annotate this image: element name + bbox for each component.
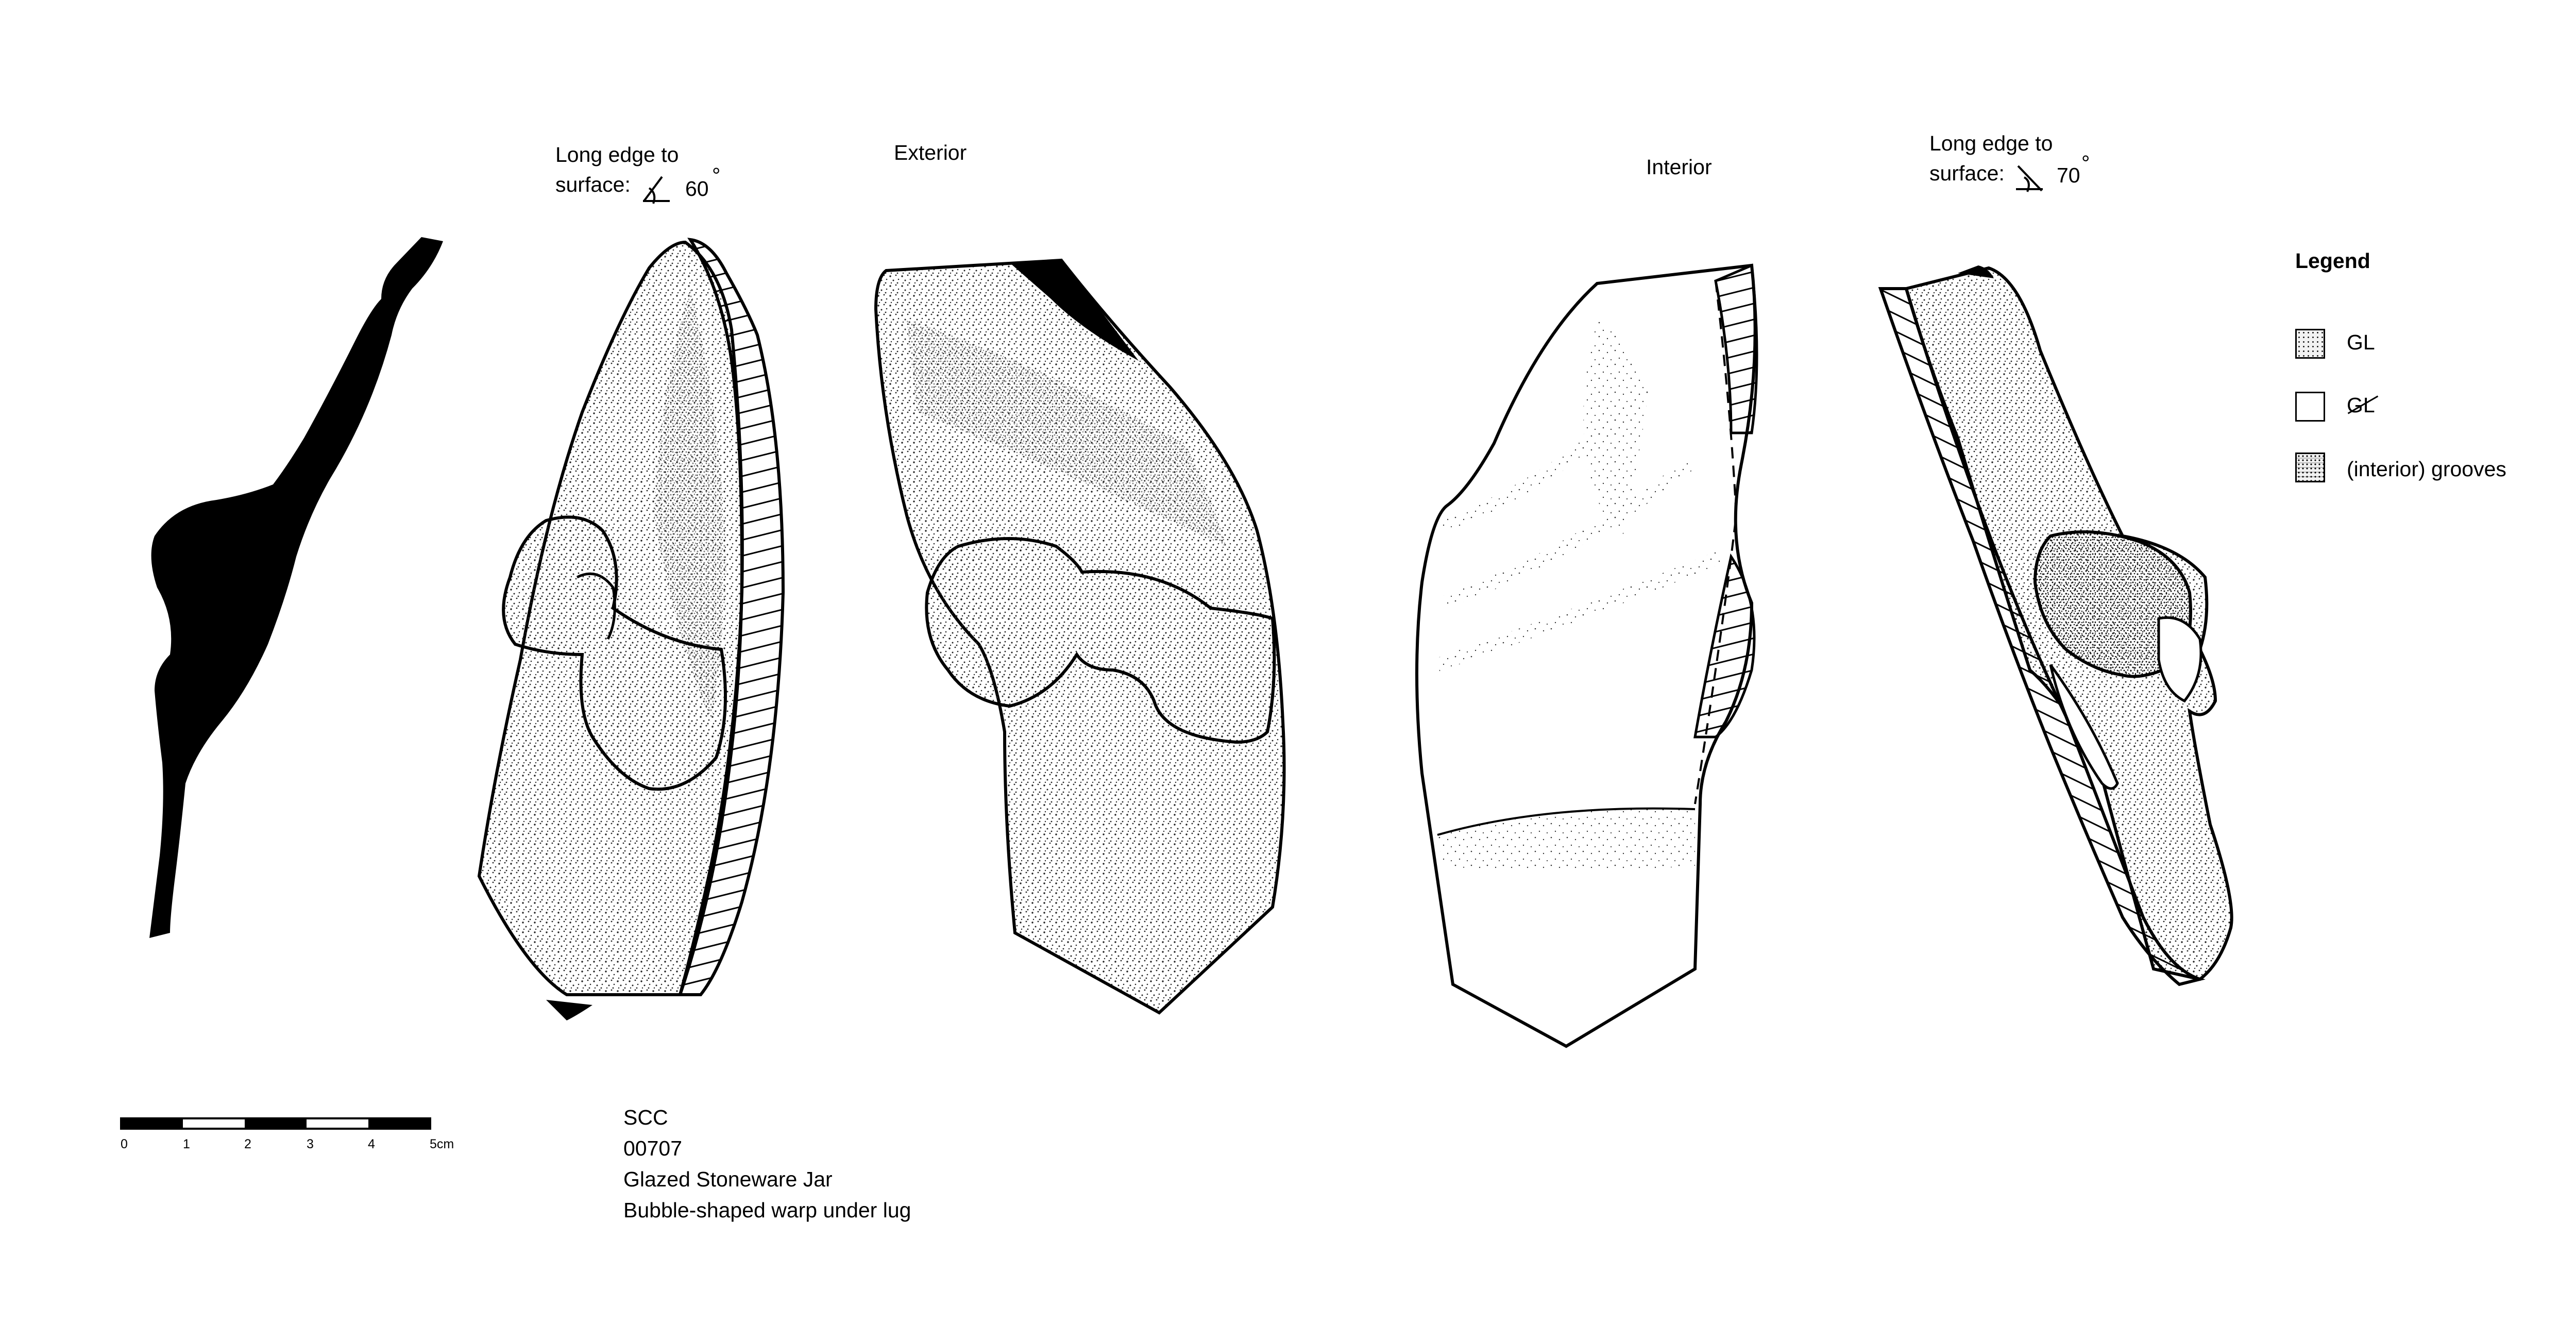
left-angle-line1: Long edge to bbox=[555, 143, 679, 166]
right-angle-line1: Long edge to bbox=[1929, 131, 2053, 155]
exterior-dense-band bbox=[907, 320, 1226, 546]
left-angle-value: 60 bbox=[685, 177, 709, 200]
legend-swatch-grooves bbox=[2295, 453, 2325, 482]
right-view-dark-chip bbox=[1958, 265, 1994, 278]
right-view-lug-hook bbox=[2157, 616, 2202, 703]
caption-site-code: SCC bbox=[623, 1105, 668, 1129]
left-side-view bbox=[477, 238, 785, 1020]
legend-swatch-glazed bbox=[2295, 329, 2325, 359]
left-view-darker-zone bbox=[654, 289, 726, 722]
legend-label-glazed: GL bbox=[2347, 330, 2375, 354]
interior-label: Interior bbox=[1646, 155, 1712, 179]
exterior-label: Exterior bbox=[894, 141, 967, 164]
scale-tick-3: 3 bbox=[307, 1137, 314, 1151]
interior-lower-band bbox=[1437, 808, 1695, 871]
legend-label-grooves: (interior) grooves bbox=[2347, 457, 2506, 481]
legend-title: Legend bbox=[2295, 249, 2370, 273]
right-angle-degree: ° bbox=[2081, 151, 2090, 175]
scale-tick-0: 0 bbox=[121, 1137, 128, 1151]
left-view-chip bbox=[546, 1000, 592, 1020]
interior-glaze-patch bbox=[1583, 320, 1649, 536]
exterior-view bbox=[874, 258, 1286, 1015]
interior-hatched-edge-mid bbox=[1693, 553, 1756, 739]
profile-section-silhouette bbox=[149, 237, 443, 938]
angle-symbol-icon bbox=[2016, 165, 2043, 192]
scale-bar bbox=[120, 1117, 431, 1130]
exterior-lug bbox=[925, 537, 1276, 744]
scale-tick-2: 2 bbox=[244, 1137, 251, 1151]
right-view-hatched-wall bbox=[1878, 287, 2206, 986]
scale-tick-5: 5cm bbox=[430, 1137, 454, 1151]
scale-tick-4: 4 bbox=[368, 1137, 375, 1151]
interior-groove-3 bbox=[1435, 550, 1723, 672]
left-view-lug-inner bbox=[576, 572, 616, 640]
right-view-lug bbox=[2033, 530, 2192, 678]
left-view-lug bbox=[502, 515, 727, 791]
left-angle-degree: ° bbox=[712, 163, 721, 187]
left-view-hatched-wall bbox=[677, 238, 785, 996]
interior-break-line bbox=[1437, 807, 1696, 836]
interior-dashed-boundary bbox=[1694, 280, 1738, 805]
scale-tick-1: 1 bbox=[183, 1137, 190, 1151]
caption-object-type: Glazed Stoneware Jar bbox=[623, 1167, 833, 1191]
right-view-warp-bubble bbox=[2049, 664, 2119, 790]
caption-find-number: 00707 bbox=[623, 1136, 683, 1160]
right-angle-line2: surface: bbox=[1929, 161, 2005, 185]
caption-description: Bubble-shaped warp under lug bbox=[623, 1198, 911, 1222]
legend-swatch-unglazed bbox=[2295, 392, 2325, 422]
interior-hatched-edge-top bbox=[1714, 263, 1758, 434]
angle-symbol-icon bbox=[643, 176, 670, 204]
exterior-dark-chip bbox=[1010, 260, 1139, 361]
legend-label-unglazed: GL bbox=[2347, 391, 2375, 420]
left-angle-line2: surface: bbox=[555, 173, 631, 196]
right-side-view bbox=[1878, 265, 2233, 986]
interior-groove-2 bbox=[1440, 458, 1694, 610]
right-angle-value: 70 bbox=[2057, 163, 2080, 187]
interior-view bbox=[1415, 263, 1758, 1048]
